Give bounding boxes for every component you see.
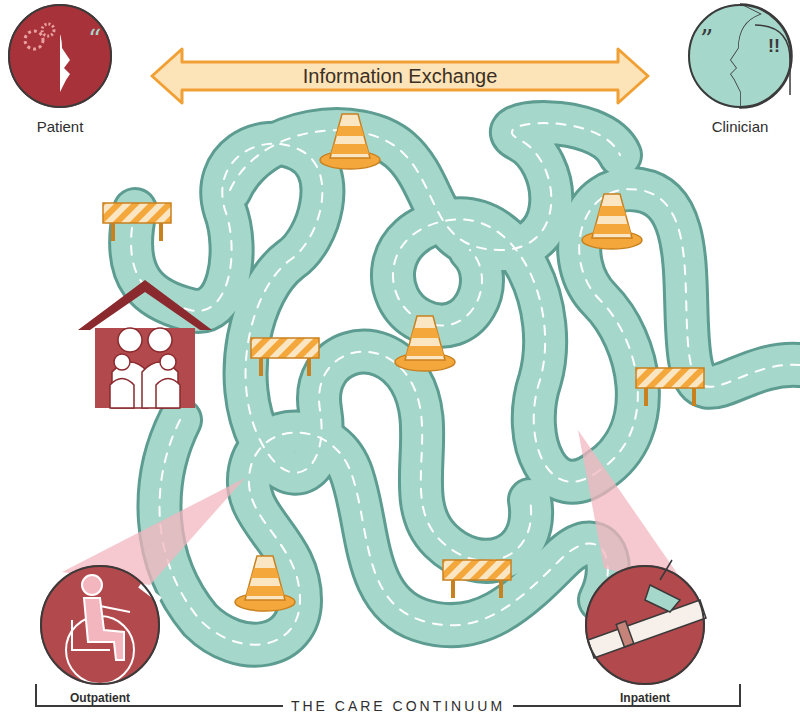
circle-outline	[8, 4, 112, 108]
double-arrow	[152, 49, 648, 103]
circle-outline	[688, 4, 792, 108]
arrow-label: Information Exchange	[299, 65, 502, 88]
quote-mark: ”	[700, 24, 713, 54]
caption-label: THE CARE CONTINUUM	[283, 698, 513, 714]
exclamation-marks: !!	[768, 36, 780, 56]
node-label: Patient	[37, 118, 84, 135]
circle-node: Inpatient	[585, 565, 705, 705]
circle-outline	[40, 565, 160, 685]
node-label: Clinician	[712, 118, 769, 135]
circle-outline	[585, 565, 705, 685]
quote-mark: “	[88, 24, 101, 54]
circle-node: Patient	[8, 4, 112, 135]
circle-node: Outpatient	[40, 565, 160, 705]
node-label: Outpatient	[70, 691, 130, 705]
circle-node: Clinician	[688, 4, 792, 135]
node-label: Inpatient	[620, 691, 670, 705]
